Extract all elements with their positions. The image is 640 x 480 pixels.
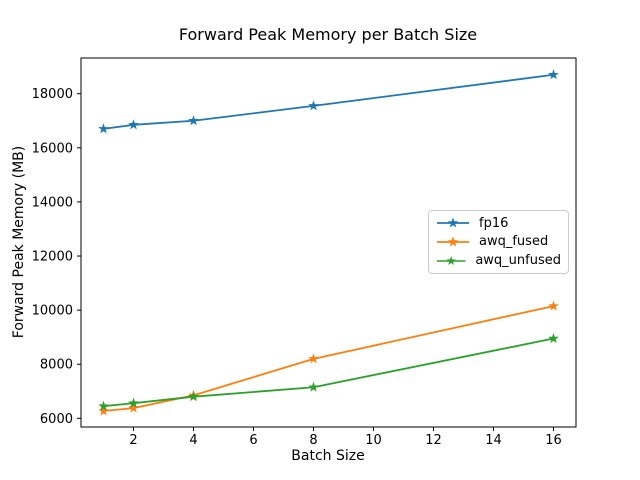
line-star-swatch (436, 255, 466, 265)
svg-text:8: 8 (309, 433, 317, 448)
svg-text:6000: 6000 (40, 412, 73, 427)
legend: fp16 awq_fused awq_unfused (428, 210, 569, 274)
svg-text:16: 16 (545, 433, 562, 448)
svg-text:10000: 10000 (32, 304, 73, 319)
svg-text:10: 10 (365, 433, 382, 448)
y-axis-label: Forward Peak Memory (MB) (11, 145, 27, 339)
legend-item-awq-unfused: awq_unfused (436, 254, 561, 268)
svg-text:6: 6 (249, 433, 257, 448)
legend-item-fp16: fp16 (436, 216, 561, 230)
line-star-swatch (437, 236, 469, 247)
svg-text:4: 4 (189, 433, 197, 448)
chart-title: Forward Peak Memory per Batch Size (178, 25, 478, 44)
svg-text:12000: 12000 (32, 250, 73, 265)
svg-text:12: 12 (425, 433, 442, 448)
svg-text:2: 2 (129, 433, 137, 448)
svg-text:16000: 16000 (32, 141, 73, 156)
svg-text:18000: 18000 (32, 87, 73, 102)
legend-label: fp16 (479, 215, 509, 231)
svg-text:8000: 8000 (40, 358, 73, 373)
svg-text:14000: 14000 (32, 195, 73, 210)
legend-label: awq_fused (479, 234, 549, 250)
line-star-swatch (437, 217, 469, 228)
legend-item-awq-fused: awq_fused (436, 235, 561, 249)
svg-text:14: 14 (485, 433, 502, 448)
x-axis-label: Batch Size (291, 448, 365, 464)
legend-label: awq_unfused (475, 253, 561, 269)
